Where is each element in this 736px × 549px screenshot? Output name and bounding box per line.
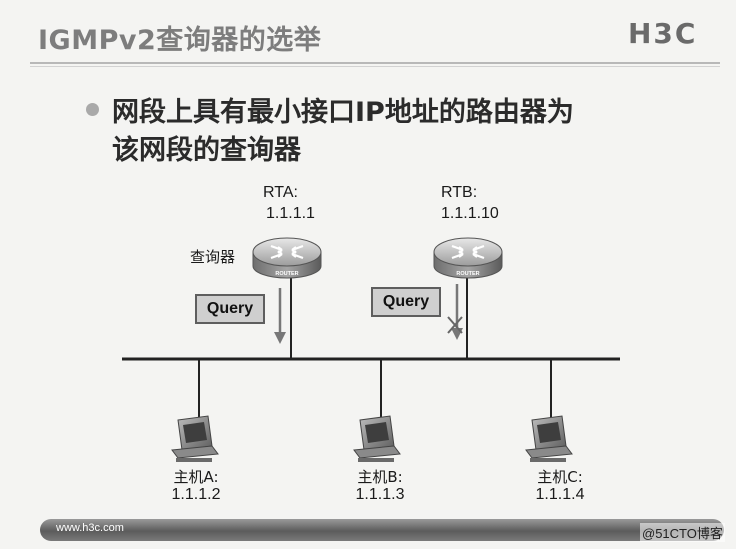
computer-icon: [353, 415, 401, 462]
host-c-name: 主机C:: [537, 468, 583, 486]
router-badge: ROUTER: [275, 271, 298, 277]
host-b-name: 主机B:: [357, 468, 403, 486]
router-badge: ROUTER: [456, 271, 479, 277]
watermark: @51CTO博客: [640, 523, 725, 542]
rtb-name: RTB:: [441, 184, 478, 201]
host-c-ip: 1.1.1.4: [535, 486, 585, 503]
h3c-logo: H3C: [628, 17, 698, 50]
computer-icon: [525, 415, 573, 462]
arrow-down-icon: [274, 288, 286, 344]
bullet-text-line2: 该网段的查询器: [112, 135, 301, 166]
host-a-name: 主机A:: [173, 468, 219, 486]
title-divider-thin: [30, 66, 720, 67]
query-box-rta: Query: [195, 294, 265, 324]
rta-name: RTA:: [263, 184, 298, 201]
footer-bar: [40, 519, 724, 541]
querier-label: 查询器: [190, 248, 236, 266]
host-a-ip: 1.1.1.2: [171, 486, 221, 503]
host-b-ip: 1.1.1.3: [355, 486, 405, 503]
slide-title: IGMPv2查询器的选举: [38, 25, 322, 56]
query-box-rtb: Query: [371, 287, 441, 317]
router-icon: ROUTER: [433, 237, 503, 279]
rta-ip: 1.1.1.1: [266, 205, 315, 222]
bullet-text-line1: 网段上具有最小接口IP地址的路由器为: [112, 97, 574, 128]
bullet-icon: [86, 103, 99, 116]
router-icon: ROUTER: [252, 237, 322, 279]
title-divider: [30, 62, 720, 64]
footer-url: www.h3c.com: [56, 522, 124, 534]
rtb-ip: 1.1.1.10: [441, 205, 499, 222]
blocked-cross-icon: [447, 316, 463, 334]
computer-icon: [171, 415, 219, 462]
